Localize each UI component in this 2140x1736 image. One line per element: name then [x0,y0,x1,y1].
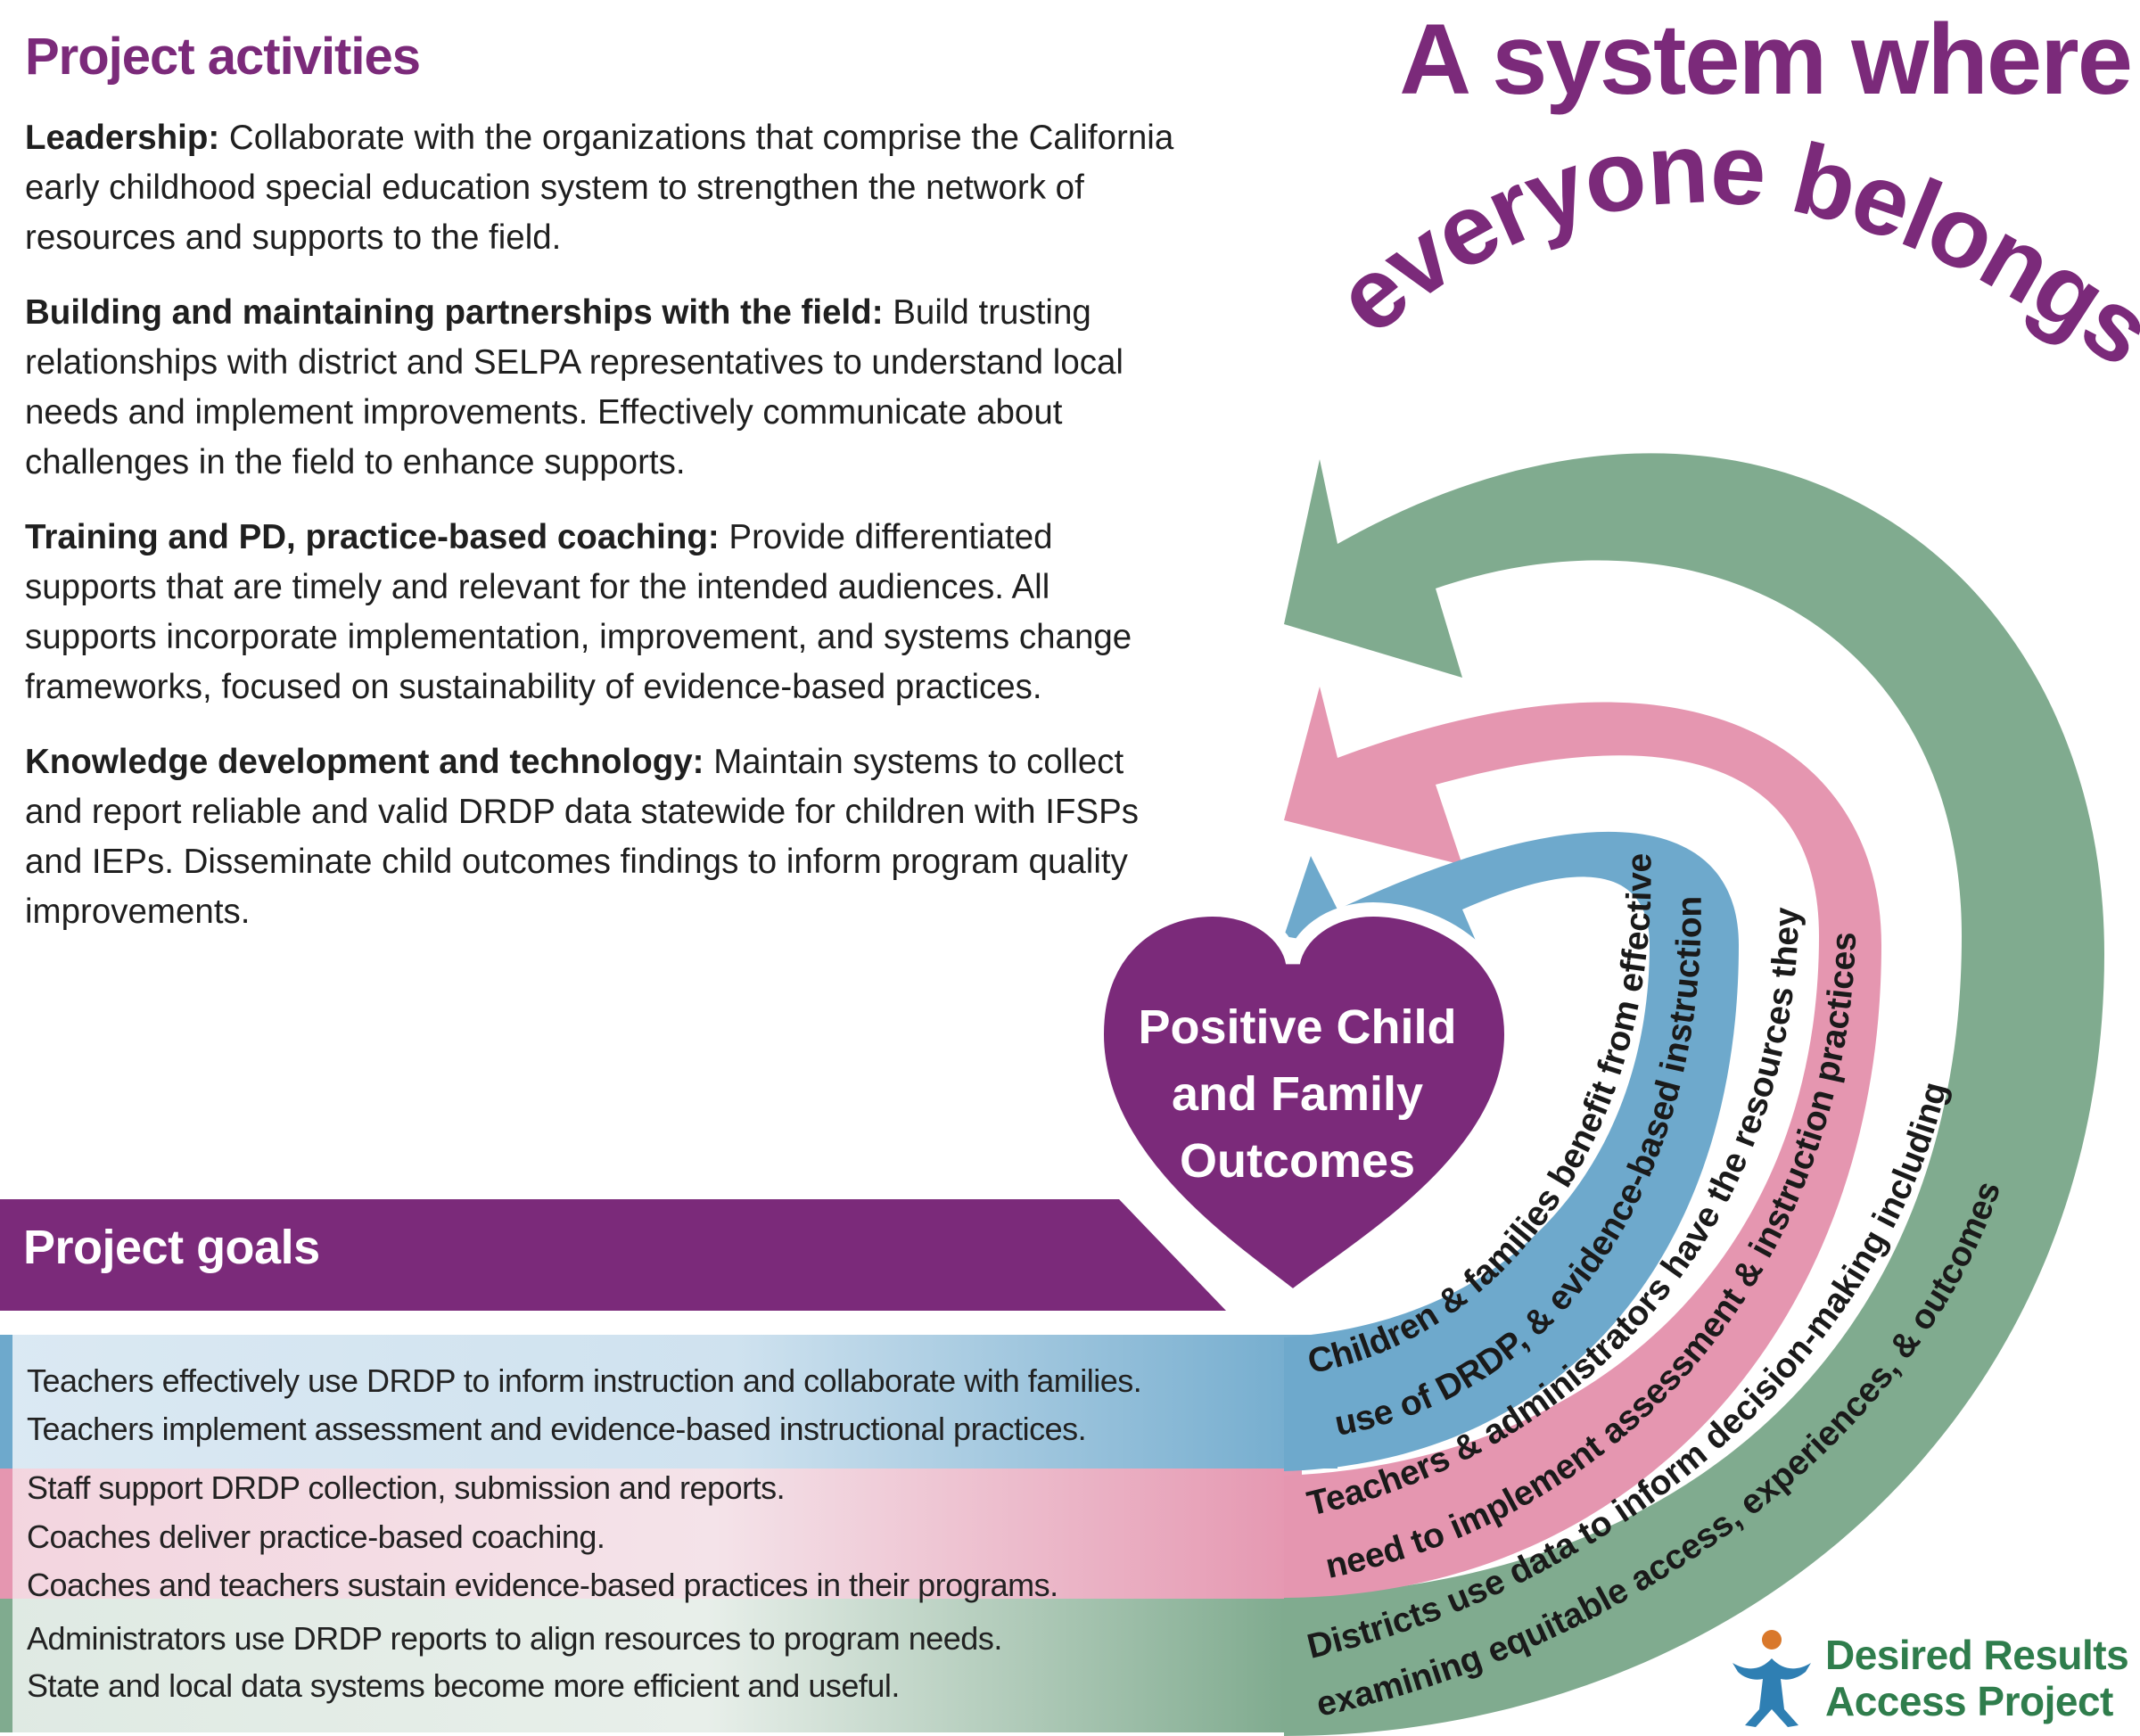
goals-band-pink [0,1469,1302,1599]
headline-line-1: A system where [1399,4,2131,115]
goal-pink-3: Coaches and teachers sustain evidence-ba… [27,1567,1058,1603]
activity-heading: Training and PD, practice-based coaching… [25,518,720,556]
activity-partnerships: Building and maintaining partnerships wi… [25,288,1184,488]
heart-line-1: Positive Child [1138,1000,1456,1054]
goal-green-2: State and local data systems become more… [27,1667,900,1704]
activity-heading: Building and maintaining partnerships wi… [25,293,884,332]
logo-line-2: Access Project [1825,1678,2113,1724]
project-activities: Project activities Leadership: Collabora… [25,27,1184,962]
band-marker-green [0,1599,12,1732]
goals-banner [0,1199,1226,1311]
activity-text: Maintain systems to collect and report r… [25,743,1140,931]
activity-knowledge: Knowledge development and technology: Ma… [25,737,1184,937]
activity-text: Provide differentiated supports that are… [25,518,1132,706]
arc-green [1284,453,2104,1736]
goals-band-blue [0,1335,1338,1469]
heart-shape [1089,901,1519,1307]
goal-pink-1: Staff support DRDP collection, submissio… [27,1469,786,1506]
person-figure-icon [1733,1630,1811,1727]
activity-training: Training and PD, practice-based coaching… [25,513,1184,712]
heart-line-2: and Family [1172,1067,1423,1121]
band-marker-pink [0,1469,12,1599]
activity-heading: Knowledge development and technology: [25,743,704,781]
activity-heading: Leadership: [25,119,220,157]
activity-text: Collaborate with the organizations that … [25,119,1174,257]
goal-pink-2: Coaches deliver practice-based coaching. [27,1518,605,1555]
band-marker-blue [0,1335,12,1469]
goal-blue-1: Teachers effectively use DRDP to inform … [27,1362,1142,1399]
goal-blue-2: Teachers implement assessment and eviden… [27,1411,1087,1447]
activities-title: Project activities [25,28,421,86]
goals-band-green [0,1599,1284,1732]
arc-blue [1284,831,1739,1471]
logo-line-1: Desired Results [1825,1632,2129,1678]
headline-line-2: everyone belongs [1315,111,2140,386]
arc-pink [1284,687,1881,1598]
goals-title: Project goals [23,1221,320,1274]
heart-line-3: Outcomes [1180,1134,1415,1188]
activity-leadership: Leadership: Collaborate with the organiz… [25,113,1184,263]
logo: Desired Results Access Project [1725,1627,2136,1730]
activity-text: Build trusting relationships with distri… [25,293,1124,481]
goal-green-1: Administrators use DRDP reports to align… [27,1620,1002,1657]
